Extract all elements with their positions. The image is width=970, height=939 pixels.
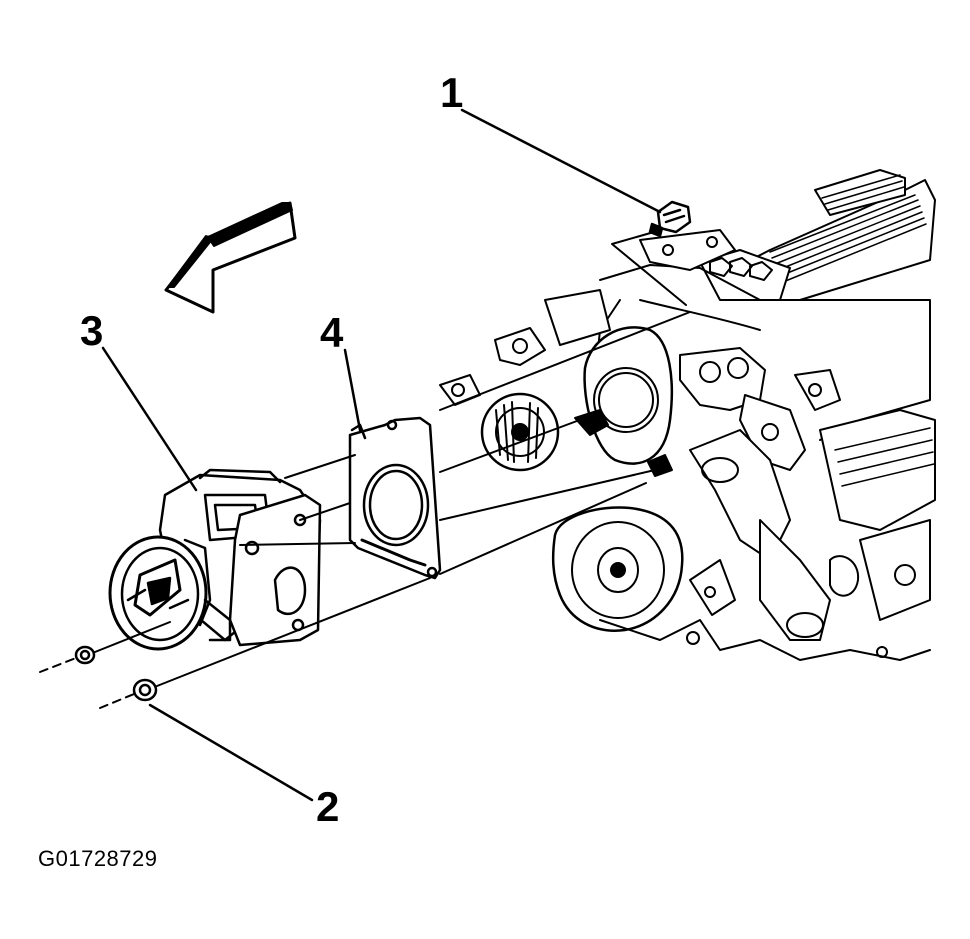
leader-lines — [101, 108, 662, 802]
engine-assembly — [439, 169, 936, 661]
callout-3-label: 3 — [80, 307, 104, 354]
gasket-icon — [348, 416, 442, 580]
forward-arrow-icon — [164, 201, 297, 314]
callout-1-label: 1 — [440, 69, 464, 116]
bolt-icon — [648, 200, 692, 238]
figure-id-label: G01728729 — [38, 846, 158, 871]
nut-icon — [74, 645, 158, 702]
alignment-lines — [39, 231, 691, 709]
callout-4-label: 4 — [320, 309, 344, 356]
callout-2-label: 2 — [316, 783, 340, 830]
throttle-body-icon — [108, 468, 322, 651]
